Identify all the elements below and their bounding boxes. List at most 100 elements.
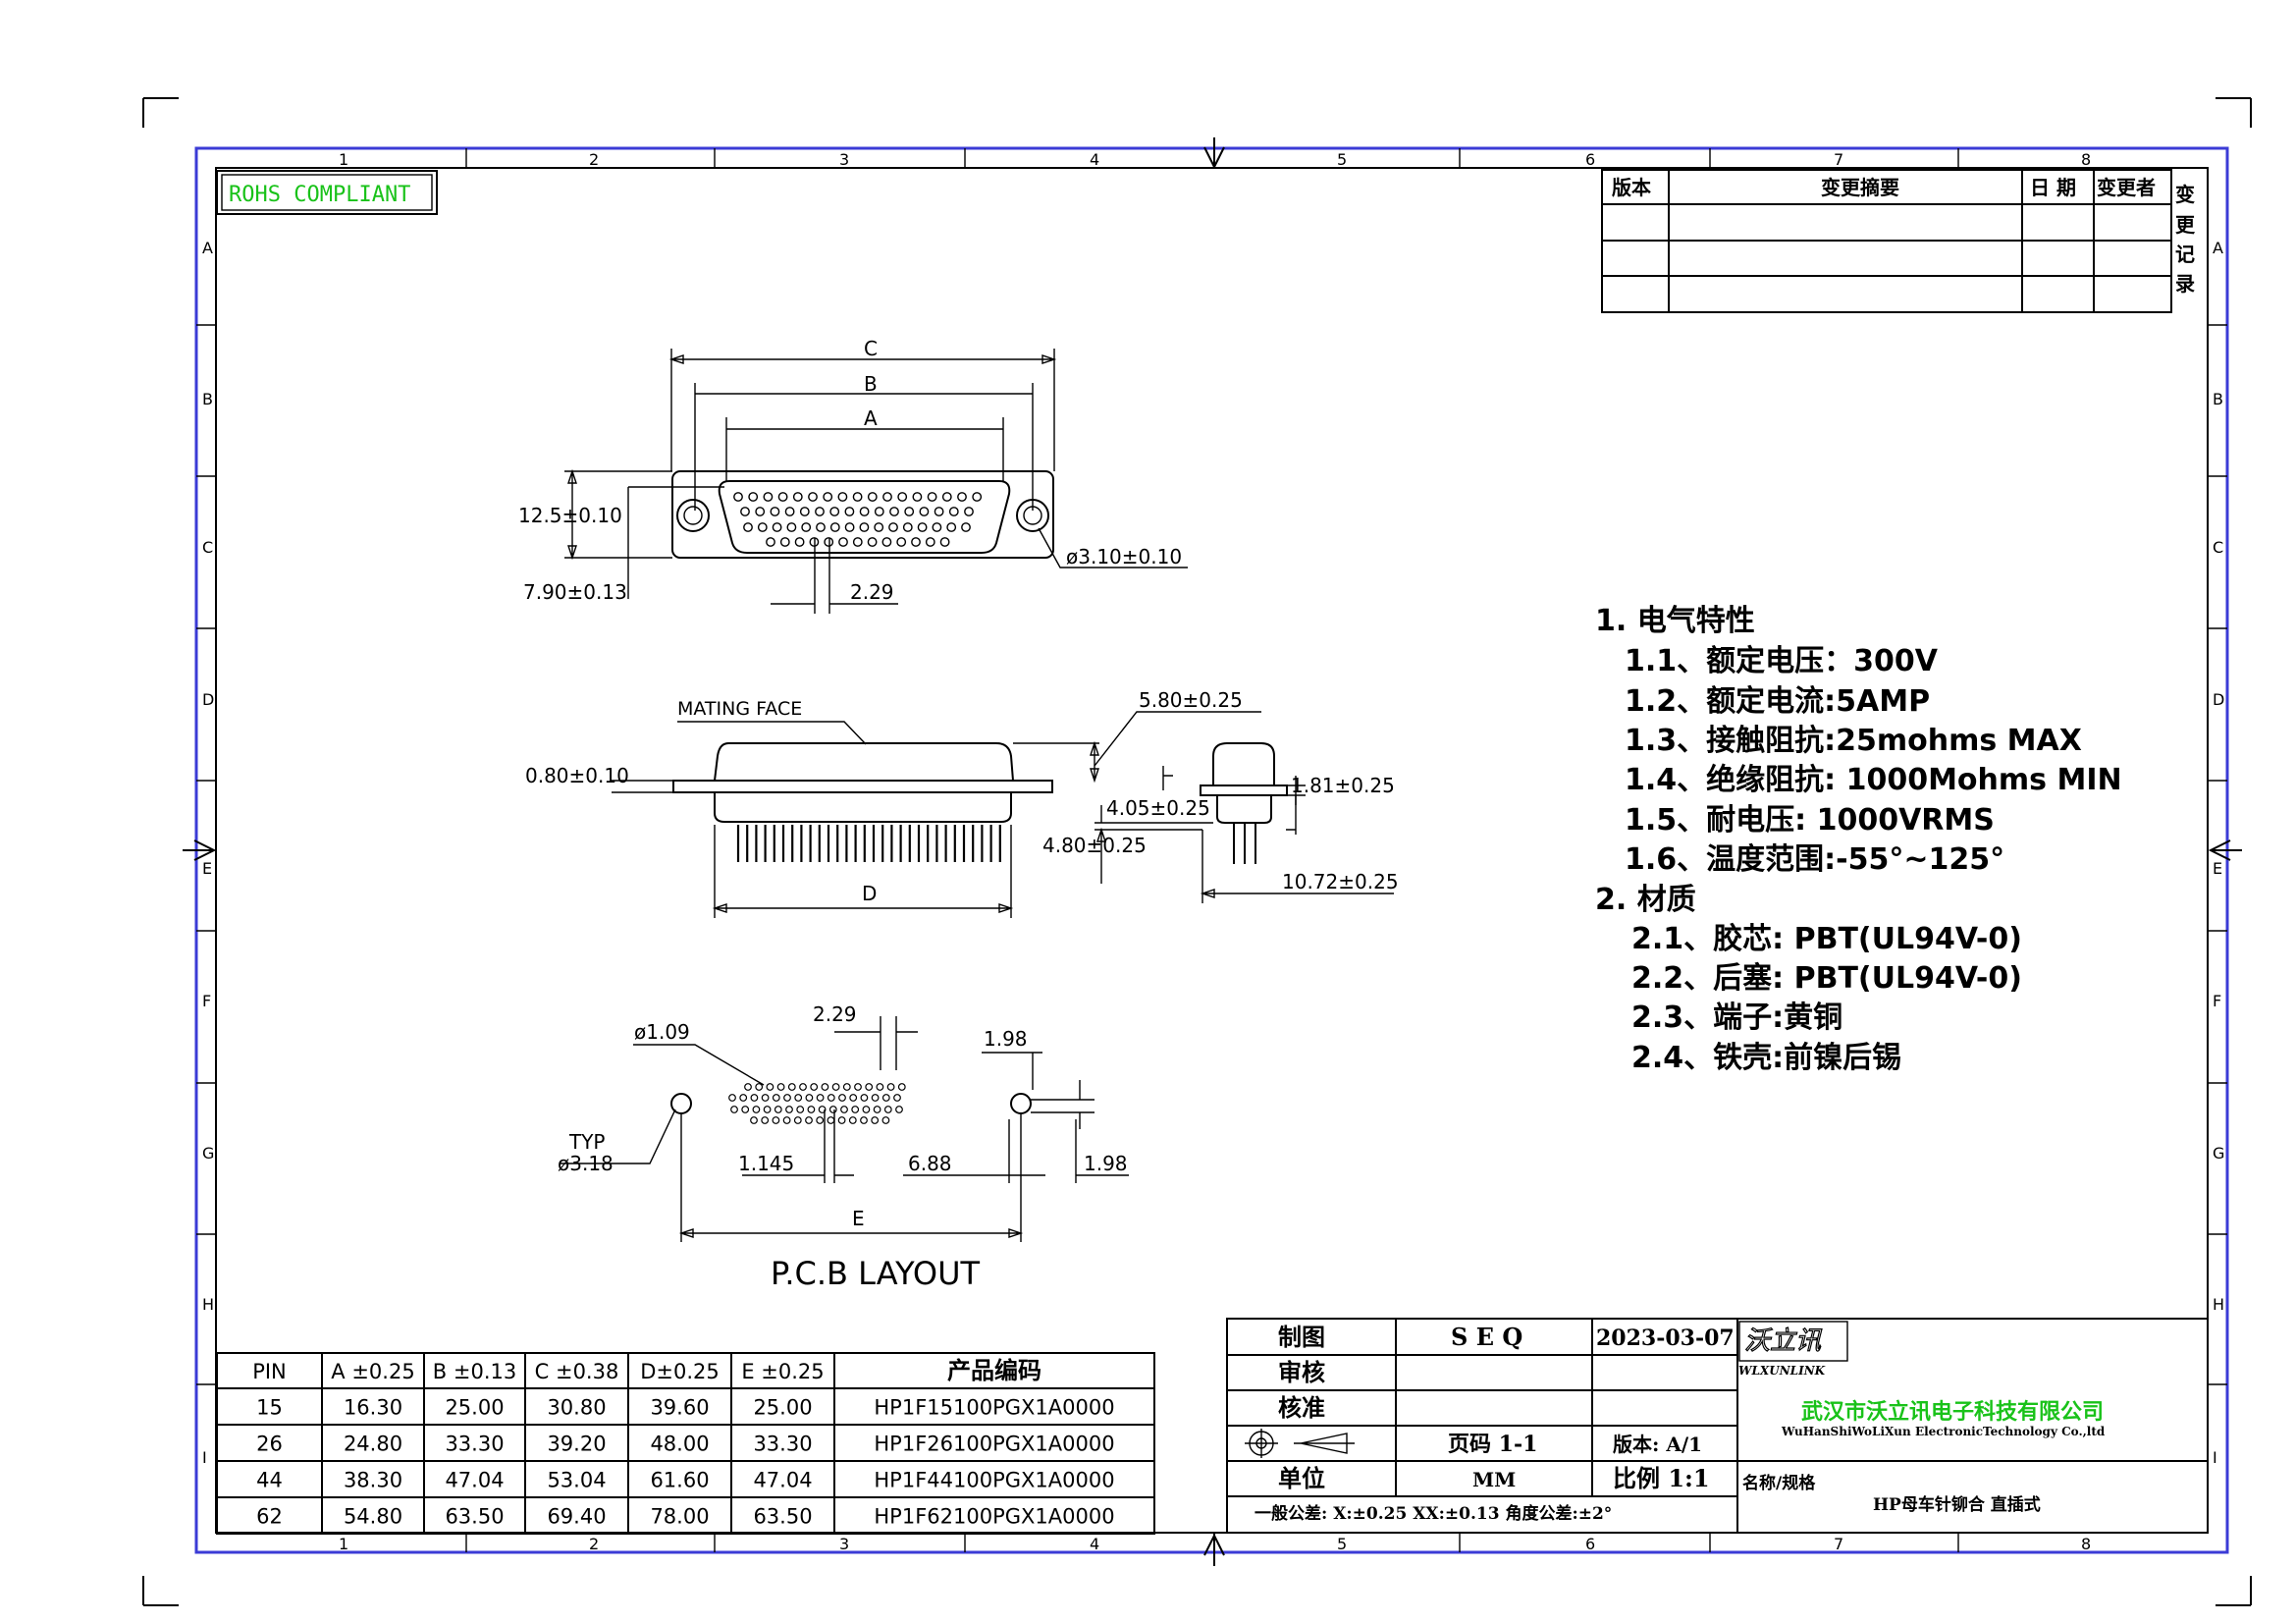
zone-row-label: I <box>2213 1448 2217 1467</box>
pcb-hole <box>783 1094 791 1102</box>
pin-contact <box>889 507 899 516</box>
end-h3-dim: 4.80±0.25 <box>1042 834 1147 857</box>
table-cell: 47.04 <box>445 1469 504 1492</box>
pin-contact <box>941 492 952 502</box>
pin-contact <box>867 492 878 502</box>
pin-contact <box>743 522 753 532</box>
top-pin-array <box>733 492 983 547</box>
dim-d-label: D <box>862 882 877 905</box>
pcb-hole <box>755 1083 764 1091</box>
table-header-cell: D±0.25 <box>640 1360 720 1383</box>
top-hole-right <box>1016 499 1049 532</box>
pcb-hole <box>772 1116 780 1124</box>
side-flange-dim: 0.80±0.10 <box>525 764 629 787</box>
top-hole-dim: ø3.10±0.10 <box>1066 545 1182 568</box>
pcb-hole <box>741 1106 750 1113</box>
pcb-hole <box>849 1094 858 1102</box>
zone-row-label: E <box>202 859 212 878</box>
zone-col-label: 7 <box>1834 1535 1843 1553</box>
top-height-dim: 12.5±0.10 <box>518 504 622 527</box>
pin-contact <box>740 507 750 516</box>
end-view-flange <box>1200 784 1288 796</box>
pcb-hole <box>761 1116 770 1124</box>
pcb-pin-dia-dim: ø1.09 <box>634 1020 690 1044</box>
spec-line-8: 2. 材质 <box>1595 883 1696 917</box>
spec-line-12: 2.4、铁壳:前镍后锡 <box>1631 1041 1901 1075</box>
pcb-hole <box>816 1116 825 1124</box>
pcb-hole <box>752 1106 761 1113</box>
pcb-hole <box>766 1083 774 1091</box>
spec-line-10: 2.2、后塞: PBT(UL94V-0) <box>1631 961 2022 996</box>
pin-contact <box>881 537 892 547</box>
pcb-hole <box>805 1094 814 1102</box>
svg-text:WLXUNLINK: WLXUNLINK <box>1738 1364 1826 1378</box>
pin-contact <box>902 522 913 532</box>
pin-contact <box>733 492 743 502</box>
rev-header-summary: 变更摘要 <box>1821 176 1899 199</box>
table-header-cell: C ±0.38 <box>535 1360 619 1383</box>
approve-label: 核准 <box>1278 1393 1325 1422</box>
pin-contact <box>829 522 840 532</box>
pcb-hole <box>897 1083 906 1091</box>
table-cell: 61.60 <box>650 1469 709 1492</box>
zone-row-label: I <box>202 1448 207 1467</box>
table-header-cell: A ±0.25 <box>331 1360 414 1383</box>
zone-col-label: 5 <box>1337 150 1347 169</box>
end-h2-dim: 4.05±0.25 <box>1106 796 1210 820</box>
pin-contact <box>823 492 833 502</box>
zone-row-label: D <box>2213 690 2224 709</box>
end-w1-dim: 10.72±0.25 <box>1282 870 1399 893</box>
zone-col-label: 2 <box>589 1535 599 1553</box>
spec-line-5: 1.4、绝缘阻抗: 1000Mohms MIN <box>1625 763 2122 797</box>
pcb-hole <box>840 1106 848 1113</box>
table-cell: HP1F26100PGX1A0000 <box>874 1433 1114 1456</box>
pin-contact <box>939 537 950 547</box>
pin-contact <box>859 522 870 532</box>
pcb-hole <box>860 1094 869 1102</box>
pcb-hole <box>828 1106 837 1113</box>
top-flange <box>671 470 1054 559</box>
pin-contact <box>897 492 908 502</box>
pcb-hole <box>860 1116 868 1124</box>
pin-contact <box>919 507 930 516</box>
drawn-value: S E Q <box>1451 1323 1522 1351</box>
pin-contact <box>934 507 944 516</box>
top-d-body <box>718 480 1011 554</box>
rev-side-3: 记 <box>2175 243 2195 266</box>
pin-contact <box>961 522 971 532</box>
pin-contact <box>794 537 805 547</box>
end-h1-dim: 1.81±0.25 <box>1291 774 1395 797</box>
pcb-hole <box>837 1116 846 1124</box>
pin-contact <box>896 537 907 547</box>
rev-header-version: 版本 <box>1612 176 1651 199</box>
table-cell: 53.04 <box>547 1469 606 1492</box>
zone-col-label: 6 <box>1585 150 1595 169</box>
pcb-hole <box>876 1083 884 1091</box>
pcb-hole <box>821 1083 829 1091</box>
zone-col-label: 5 <box>1337 1535 1347 1553</box>
pcb-hole <box>794 1094 803 1102</box>
pcb-hole <box>816 1094 825 1102</box>
pcb-hole <box>871 1094 880 1102</box>
zone-row-label: C <box>202 538 213 557</box>
crop-marks <box>142 97 2252 1606</box>
centering-marks <box>183 137 2242 1566</box>
pcb-hole <box>818 1106 827 1113</box>
table-cell: 16.30 <box>344 1396 402 1420</box>
pin-contact <box>867 537 878 547</box>
name-value: HP母车针铆合 直插式 <box>1873 1494 2041 1515</box>
pin-contact <box>912 492 923 502</box>
table-cell: 33.30 <box>753 1433 812 1456</box>
pcb-hole <box>895 1106 903 1113</box>
pin-contact <box>777 492 788 502</box>
table-cell: 63.50 <box>445 1505 504 1529</box>
pcb-pin-holes <box>728 1083 906 1124</box>
tolerance-label: 一般公差: X:±0.25 XX:±0.13 角度公差:±2° <box>1255 1503 1612 1524</box>
mating-face-label: MATING FACE <box>677 698 802 720</box>
zone-col-label: 2 <box>589 150 599 169</box>
pin-contact <box>852 537 863 547</box>
end-view-body <box>1212 742 1275 785</box>
pin-contact <box>948 507 959 516</box>
zone-col-label: 1 <box>339 1535 348 1553</box>
pcb-row-gap2-dim: 1.98 <box>1084 1152 1128 1175</box>
